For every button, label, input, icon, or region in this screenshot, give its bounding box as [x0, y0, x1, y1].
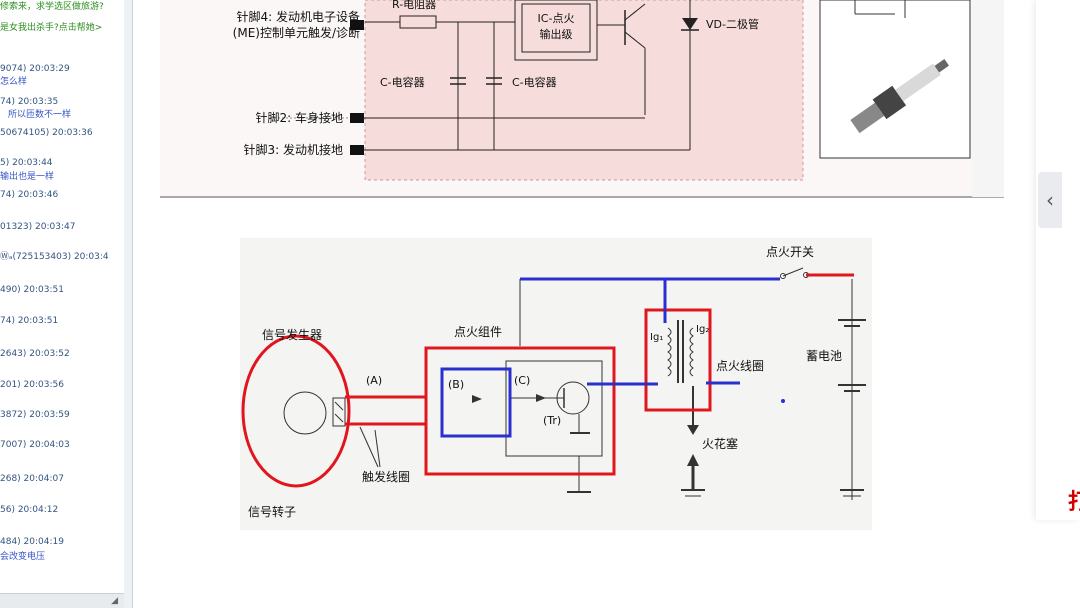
- trigger-coil-label: 触发线圈: [362, 469, 410, 484]
- chat-message-meta: 3872) 20:03:59: [0, 410, 70, 420]
- pin3-label: 针脚3: 发动机接地: [244, 142, 344, 157]
- chat-panel: 修索来，求学选区做旅游? 是女我出杀手?点击帮她> 9074) 20:03:29 怎么…: [0, 0, 125, 608]
- chat-message-text: 怎么样: [0, 77, 28, 87]
- diode-label: VD-二极管: [706, 17, 759, 31]
- side-red-text: 打: [1068, 490, 1080, 515]
- chat-message-text: 会改变电压: [0, 552, 46, 562]
- signal-c-label: (C): [514, 374, 530, 387]
- chat-scrollbar[interactable]: [124, 0, 133, 608]
- chat-message-meta: 74) 20:03:46: [0, 190, 59, 200]
- scroll-down-icon[interactable]: ◢: [111, 596, 118, 606]
- ignition-switch-label: 点火开关: [766, 245, 814, 259]
- chat-message-meta: 74) 20:03:51: [0, 316, 59, 326]
- ig1-label: Ig₁: [650, 332, 663, 343]
- chat-message-meta: 2643) 20:03:52: [0, 349, 70, 359]
- ignition-coil-label: 点火线圈: [716, 359, 764, 373]
- chat-message-meta: 01323) 20:03:47: [0, 222, 76, 232]
- pin2-label: 针脚2: 车身接地: [256, 110, 344, 125]
- signal-b-label: (B): [448, 378, 464, 391]
- resistor-label: R-电阻器: [392, 0, 436, 11]
- chat-message-text: 所以匝数不一样: [8, 110, 72, 120]
- ic-label-line1: IC-点火: [538, 12, 575, 25]
- pin4-label-line2: (ME)控制单元触发/诊断: [233, 25, 360, 40]
- chat-message-meta: 9074) 20:03:29: [0, 64, 70, 74]
- capacitor-label-1: C-电容器: [380, 75, 425, 89]
- ignition-circuit-diagram: 信号发生器 信号转子 触发线圈 点火组件 (A) (B) (C) (Tr) 点火…: [240, 238, 872, 530]
- chat-message-text: 输出也是一样: [0, 172, 55, 182]
- chat-message-meta: 50674105) 20:03:36: [0, 128, 93, 138]
- chat-message-meta: 268) 20:04:07: [0, 474, 64, 484]
- chat-message-meta: 56) 20:04:12: [0, 505, 59, 515]
- chat-message-meta: 201) 20:03:56: [0, 380, 64, 390]
- chat-message-text: 修索来，求学选区做旅游?: [0, 2, 104, 12]
- chat-message-meta: 5) 20:03:44: [0, 158, 53, 168]
- signal-a-label: (A): [366, 374, 382, 387]
- signal-rotor-label: 信号转子: [248, 504, 296, 519]
- spark-plug-label: 火花塞: [702, 436, 738, 451]
- chevron-left-icon: ‹: [1046, 188, 1054, 212]
- chat-message-meta: 74) 20:03:35: [0, 97, 59, 107]
- collapse-panel-button[interactable]: ‹: [1038, 172, 1062, 228]
- chat-input-bar[interactable]: ◢: [0, 593, 124, 608]
- signal-generator-label: 信号发生器: [262, 327, 322, 342]
- chat-message-meta: 490) 20:03:51: [0, 285, 64, 295]
- pin4-label-line1: 针脚4: 发动机电子设备: [237, 9, 361, 24]
- battery-label: 蓄电池: [806, 349, 842, 363]
- spark-plug-icon: [850, 59, 949, 134]
- ig2-label: Ig₂: [696, 324, 709, 335]
- capacitor-label-2: C-电容器: [512, 75, 557, 89]
- chat-message-meta: 484) 20:04:19: [0, 537, 64, 547]
- chat-message-text: 是女我出杀手?点击帮她>: [0, 23, 103, 33]
- ic-label-line2: 输出级: [540, 27, 573, 41]
- transistor-label: (Tr): [543, 414, 561, 427]
- ignition-module-label: 点火组件: [454, 325, 502, 339]
- chat-message-meta: 7007) 20:04:03: [0, 440, 70, 450]
- chat-message-meta: Ⓦₐ(725153403) 20:03:4: [0, 252, 109, 262]
- top-circuit-diagram: 针脚4: 发动机电子设备 (ME)控制单元触发/诊断 针脚2: 车身接地 针脚3…: [160, 0, 1004, 200]
- right-side-panel: [1036, 0, 1080, 520]
